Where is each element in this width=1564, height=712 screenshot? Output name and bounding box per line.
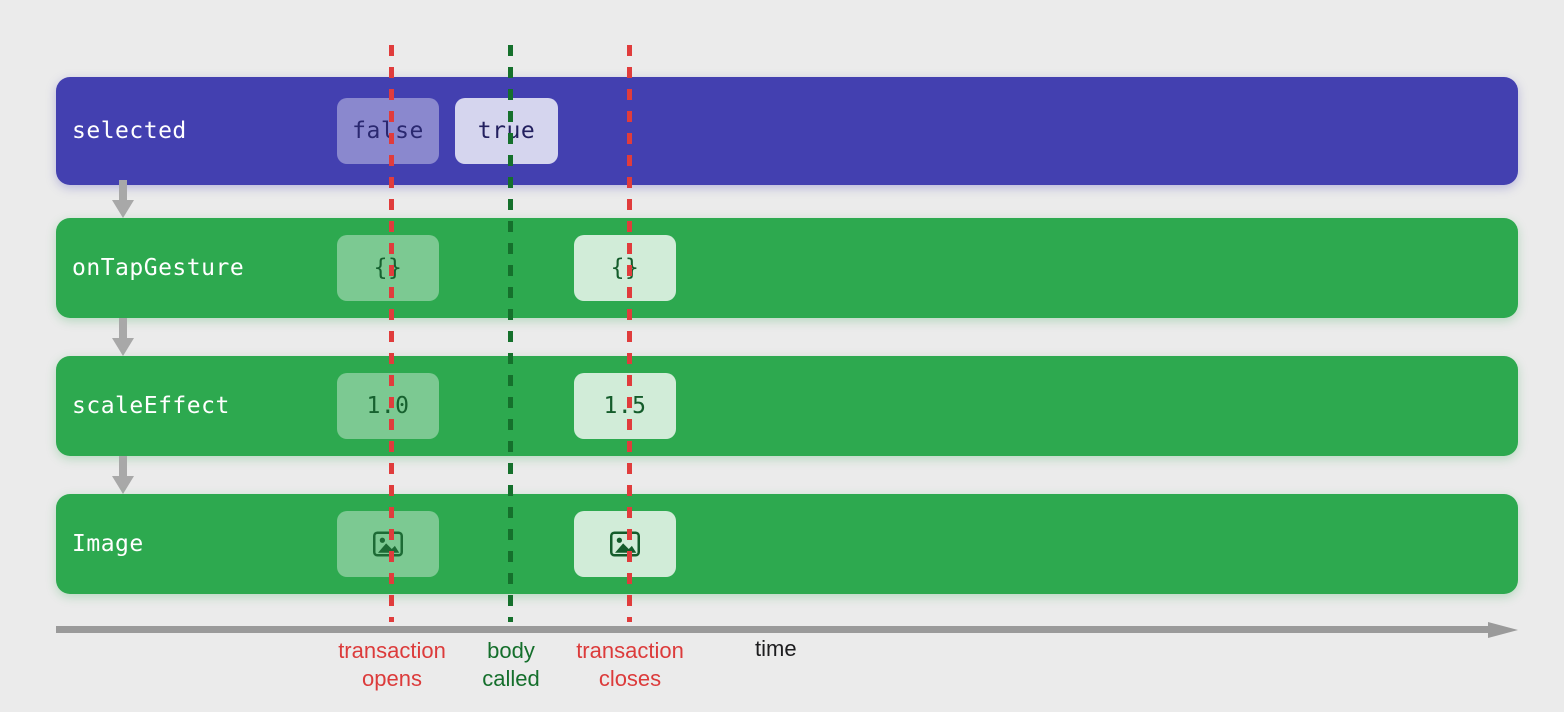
chip-selected-true: true [455, 98, 558, 164]
row-label-scaleeffect: scaleEffect [72, 393, 230, 419]
marker-transaction-opens [389, 45, 394, 622]
chip-value: true [477, 118, 536, 144]
caption-body-called: body called [482, 638, 540, 691]
chip-image-current [574, 511, 676, 577]
image-icon [610, 531, 640, 557]
row-selected: selected false true [56, 77, 1518, 185]
chip-value: {} [373, 255, 403, 281]
caption-transaction-closes: transaction closes [576, 638, 684, 691]
chip-scaleeffect-current: 1.5 [574, 373, 676, 439]
chip-selected-false: false [337, 98, 439, 164]
chip-scaleeffect-stale: 1.0 [337, 373, 439, 439]
time-axis-label: time [755, 636, 797, 661]
chip-value: false [352, 118, 424, 144]
row-scaleeffect: scaleEffect 1.0 1.5 [56, 356, 1518, 456]
time-axis-arrow-icon [56, 622, 1518, 638]
flow-arrow-down-icon [112, 456, 134, 494]
marker-transaction-closes [627, 45, 632, 622]
row-label-image: Image [72, 531, 144, 557]
chip-value: 1.0 [366, 393, 410, 419]
chip-ontapgesture-current: {} [574, 235, 676, 301]
row-ontapgesture: onTapGesture {} {} [56, 218, 1518, 318]
chip-value: {} [610, 255, 640, 281]
chip-value: 1.5 [603, 393, 647, 419]
marker-body-called [508, 45, 513, 622]
image-icon [373, 531, 403, 557]
flow-arrow-down-icon [112, 180, 134, 218]
chip-ontapgesture-stale: {} [337, 235, 439, 301]
row-image: Image [56, 494, 1518, 594]
flow-arrow-down-icon [112, 318, 134, 356]
row-label-ontapgesture: onTapGesture [72, 255, 245, 281]
chip-image-stale [337, 511, 439, 577]
caption-transaction-opens: transaction opens [338, 638, 446, 691]
row-label-selected: selected [72, 118, 187, 144]
